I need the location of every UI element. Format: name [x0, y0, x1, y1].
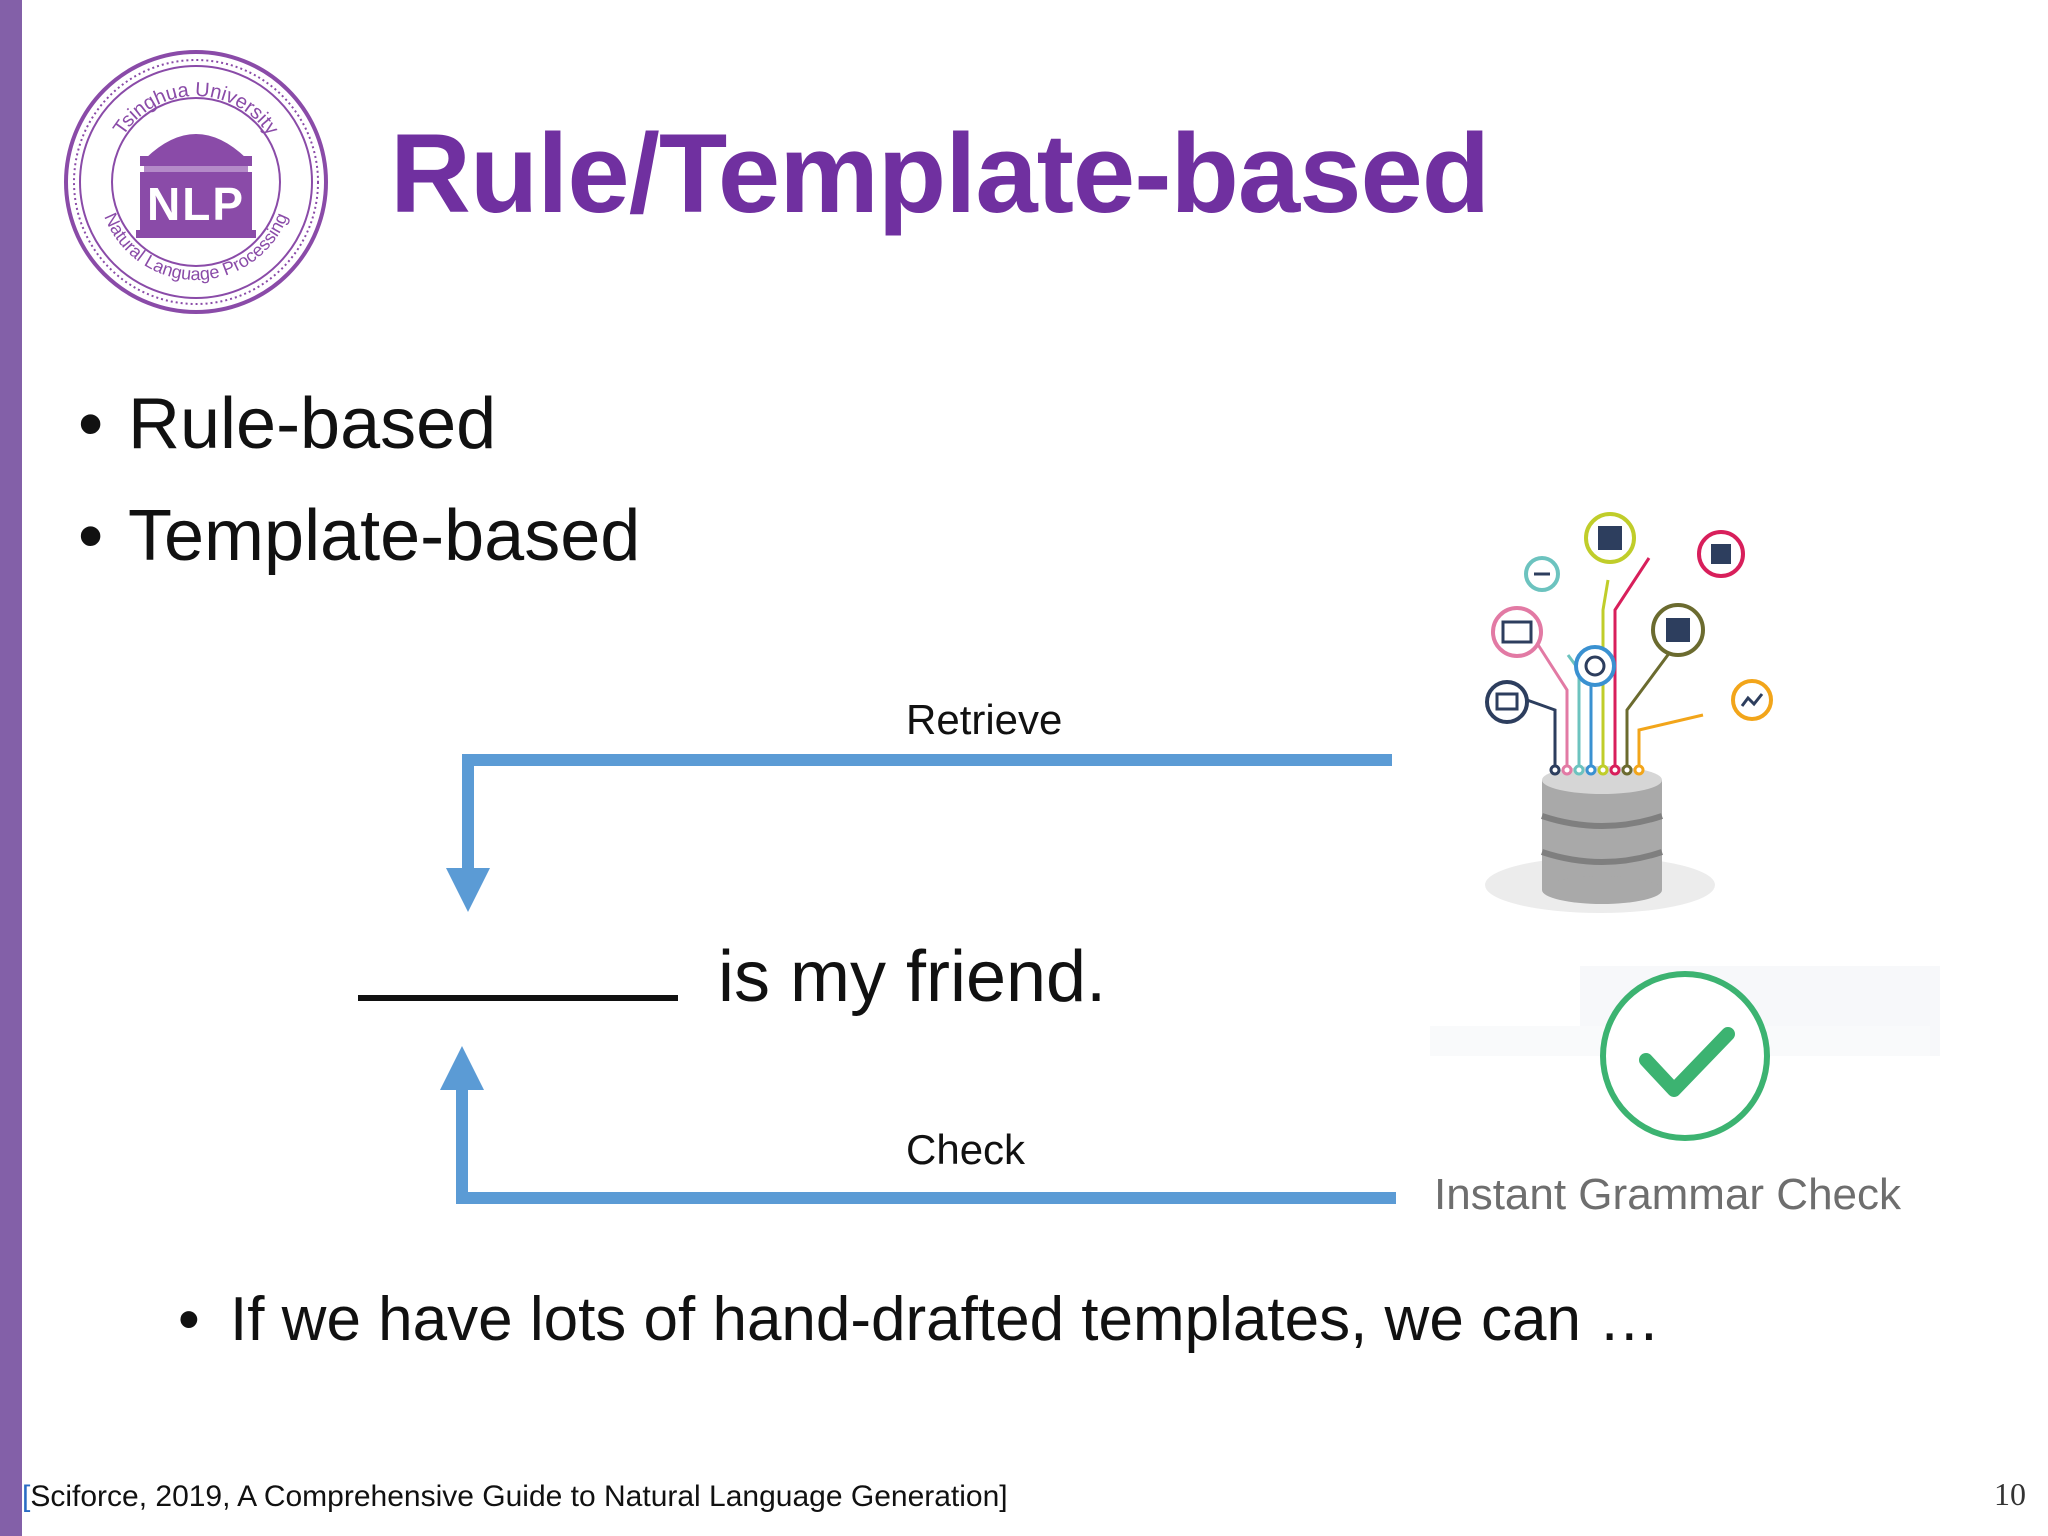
grammar-check-label: Instant Grammar Check [1434, 1170, 1902, 1219]
bullet-text: Template-based [128, 496, 641, 576]
sub-bullet-text: If we have lots of hand-drafted template… [230, 1285, 1661, 1354]
retrieve-label: Retrieve [906, 696, 1063, 743]
citation: [Sciforce, 2019, A Comprehensive Guide t… [22, 1480, 1008, 1514]
template-blank [358, 983, 678, 1001]
logo-center-text: NLP [147, 178, 245, 230]
bullet-item: • Template-based [78, 480, 640, 592]
checkmark-circle-icon [1600, 971, 1770, 1141]
grammar-check-graphic [1430, 966, 1940, 1141]
tsinghua-nlp-logo: Tsinghua University Natural Language Pro… [64, 50, 328, 314]
sub-bullet-item: • If we have lots of hand-drafted templat… [178, 1284, 1660, 1355]
citation-link-bracket[interactable]: [ [22, 1480, 31, 1513]
database-network-icon [1485, 512, 1773, 913]
bullet-dot: • [78, 384, 104, 464]
check-arrow-line [456, 1088, 1396, 1204]
retrieve-arrow-head [446, 868, 490, 912]
page-number: 10 [1994, 1476, 2026, 1512]
bullet-dot: • [78, 496, 104, 576]
bullet-text: Rule-based [128, 384, 497, 464]
template-sentence: is my friend. [358, 936, 1106, 1018]
bullet-list: • Rule-based • Template-based [78, 368, 640, 592]
retrieve-arrow-line [462, 754, 1392, 870]
check-label: Check [906, 1126, 1026, 1173]
slide-title: Rule/Template-based [390, 111, 1490, 236]
template-sentence-text: is my friend. [718, 937, 1107, 1017]
left-accent-bar [0, 0, 22, 1536]
bullet-item: • Rule-based [78, 368, 640, 480]
citation-text: Sciforce, 2019, A Comprehensive Guide to… [30, 1480, 1008, 1513]
sub-bullet-dot: • [178, 1285, 200, 1354]
check-arrow-head [440, 1046, 484, 1090]
